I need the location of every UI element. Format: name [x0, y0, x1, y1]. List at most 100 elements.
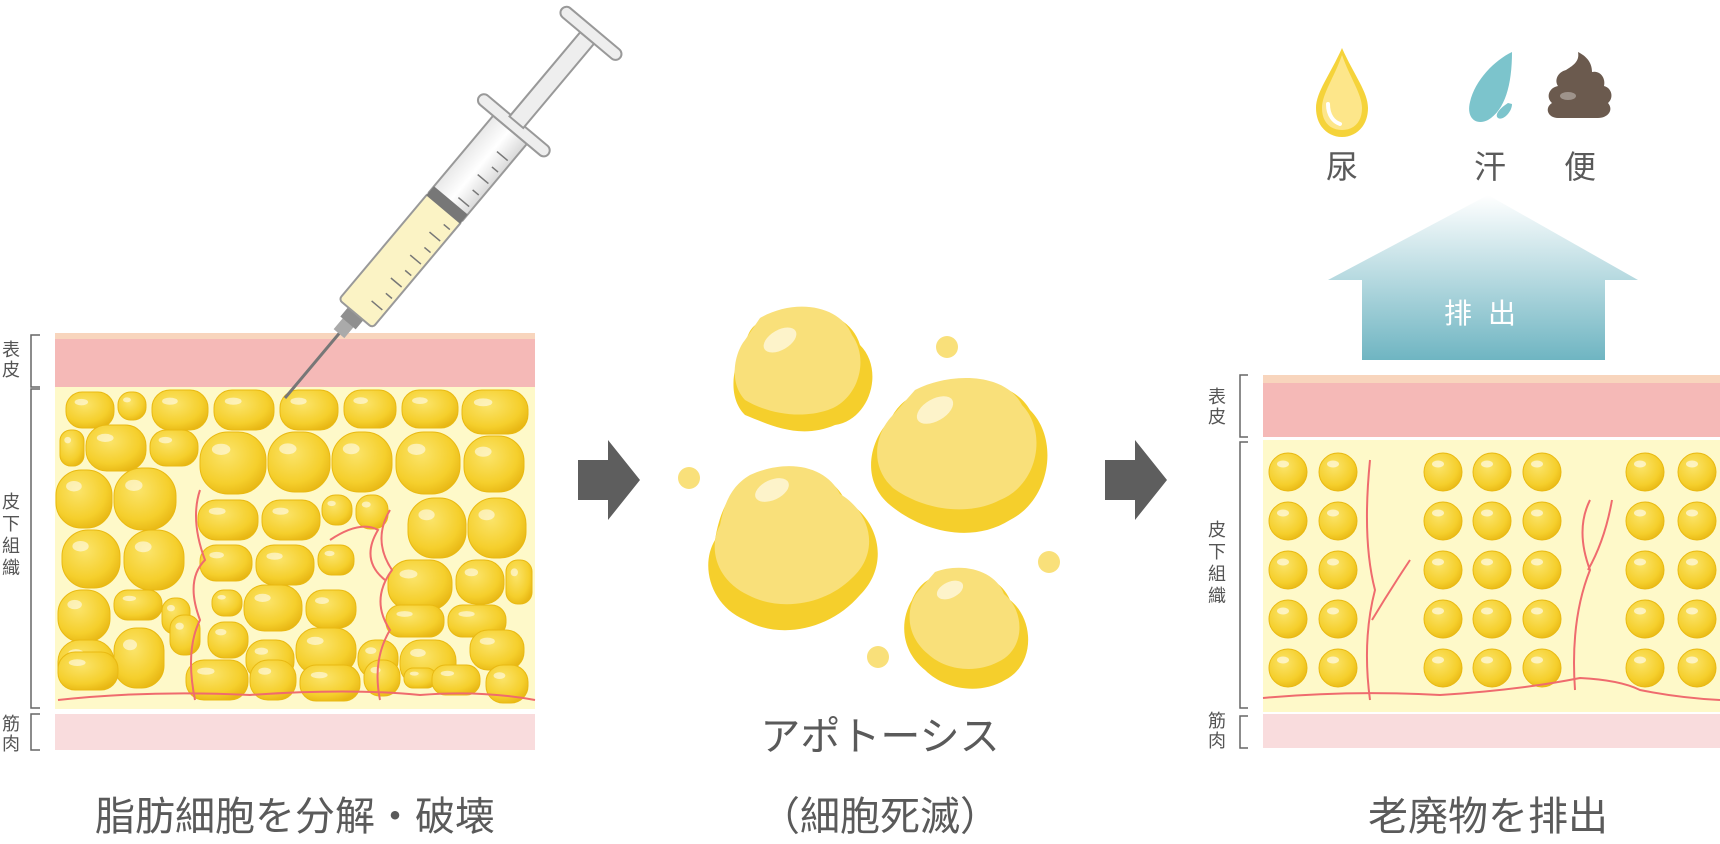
fat-cell	[403, 667, 437, 689]
left-label-muscle: 筋肉	[2, 714, 20, 755]
left-caption: 脂肪細胞を分解・破壊	[95, 794, 495, 840]
fat-cell	[401, 389, 459, 429]
fat-cell	[343, 389, 397, 429]
fat-cell	[185, 659, 249, 701]
dead-cell-2	[871, 377, 1048, 533]
fat-cell	[1677, 599, 1717, 639]
fat-cell	[505, 559, 533, 605]
fat-cell	[1677, 648, 1717, 688]
dead-cell-4	[904, 567, 1029, 689]
fat-cell	[485, 664, 529, 704]
stool-icon	[1547, 52, 1612, 118]
fat-cell	[1268, 599, 1308, 639]
fat-cell	[467, 497, 527, 559]
fat-cell	[1472, 452, 1512, 492]
fat-cell	[1472, 501, 1512, 541]
fat-cell	[455, 559, 505, 605]
fat-cell	[1423, 501, 1463, 541]
fat-cell	[1522, 599, 1562, 639]
fat-cell	[317, 544, 355, 576]
fat-cell	[267, 431, 331, 493]
fat-cell	[57, 589, 111, 643]
fat-cell	[295, 627, 357, 675]
fat-cell	[151, 389, 209, 431]
fat-cell	[431, 664, 481, 696]
fat-cell	[385, 604, 445, 638]
fat-cell	[1472, 648, 1512, 688]
blood-vessels	[1262, 459, 1720, 701]
fat-cell	[469, 629, 525, 671]
fat-cell	[321, 494, 353, 526]
fat-cell	[85, 424, 147, 472]
left-skin-section	[55, 333, 536, 750]
fat-cell	[55, 469, 113, 529]
fat-cell	[249, 659, 297, 701]
fat-cell-grid	[1268, 452, 1717, 688]
dead-fat-cells	[678, 306, 1060, 689]
debris-particle	[1038, 551, 1060, 573]
fat-cell	[1677, 452, 1717, 492]
left-layer-brackets	[30, 334, 40, 751]
fat-cell	[1268, 501, 1308, 541]
fat-cell	[1677, 501, 1717, 541]
fat-cell	[395, 431, 461, 495]
fat-cell-cluster	[55, 389, 533, 704]
fat-cell	[305, 589, 357, 629]
right-layer-brackets	[1239, 374, 1248, 749]
fat-cell	[1423, 550, 1463, 590]
fat-cell	[255, 544, 315, 586]
epidermis-top-layer	[1263, 375, 1720, 383]
fat-cell	[123, 529, 185, 591]
fat-cell	[279, 389, 339, 431]
fat-cell	[363, 659, 401, 697]
fat-cell	[59, 429, 85, 467]
fat-cell	[243, 584, 303, 632]
fat-cell	[331, 431, 393, 493]
syringe-icon	[283, 5, 623, 399]
muscle-layer	[1263, 714, 1720, 748]
middle-caption-line1: アポトーシス	[760, 714, 999, 760]
fat-cell	[461, 389, 529, 435]
left-label-subcutaneous: 皮下組織	[2, 492, 20, 579]
right-label-subcutaneous: 皮下組織	[1208, 520, 1226, 607]
fat-cell	[1423, 452, 1463, 492]
debris-particle	[678, 467, 700, 489]
debris-particle	[867, 646, 889, 668]
fat-cell	[1625, 648, 1665, 688]
blood-vessels	[57, 489, 536, 701]
fat-cell	[1472, 599, 1512, 639]
epidermis-top-layer	[55, 333, 535, 339]
right-label-epidermis: 表皮	[1208, 387, 1226, 428]
fat-cell	[1472, 550, 1512, 590]
muscle-layer	[55, 714, 535, 750]
fat-cell	[199, 431, 267, 495]
right-caption: 老廃物を排出	[1368, 794, 1608, 840]
fat-cell	[113, 467, 177, 531]
fat-cell	[1268, 648, 1308, 688]
fat-cell	[113, 589, 163, 621]
fat-cell	[65, 391, 115, 429]
fat-cell	[407, 497, 467, 559]
fat-cell	[1318, 501, 1358, 541]
fat-cell	[211, 589, 243, 617]
debris-particle	[936, 336, 958, 358]
fat-cell	[61, 529, 121, 589]
epidermis-layer	[55, 339, 535, 387]
fat-cell	[1625, 501, 1665, 541]
fat-cell	[1625, 452, 1665, 492]
right-arrow-icon	[578, 440, 640, 520]
right-skin-section	[1262, 375, 1720, 748]
fat-cell	[1268, 550, 1308, 590]
fat-cell	[1423, 648, 1463, 688]
fat-cell	[149, 429, 199, 467]
fat-cell	[1677, 550, 1717, 590]
sweat-icon	[1469, 52, 1512, 122]
urine-icon	[1316, 48, 1368, 137]
dead-cell-1	[733, 306, 873, 432]
fat-cell	[117, 391, 147, 421]
fat-cell	[1318, 452, 1358, 492]
fat-cell	[1522, 648, 1562, 688]
excretion-up-arrow	[1328, 195, 1638, 360]
middle-caption-line2: （細胞死滅）	[760, 794, 1000, 840]
